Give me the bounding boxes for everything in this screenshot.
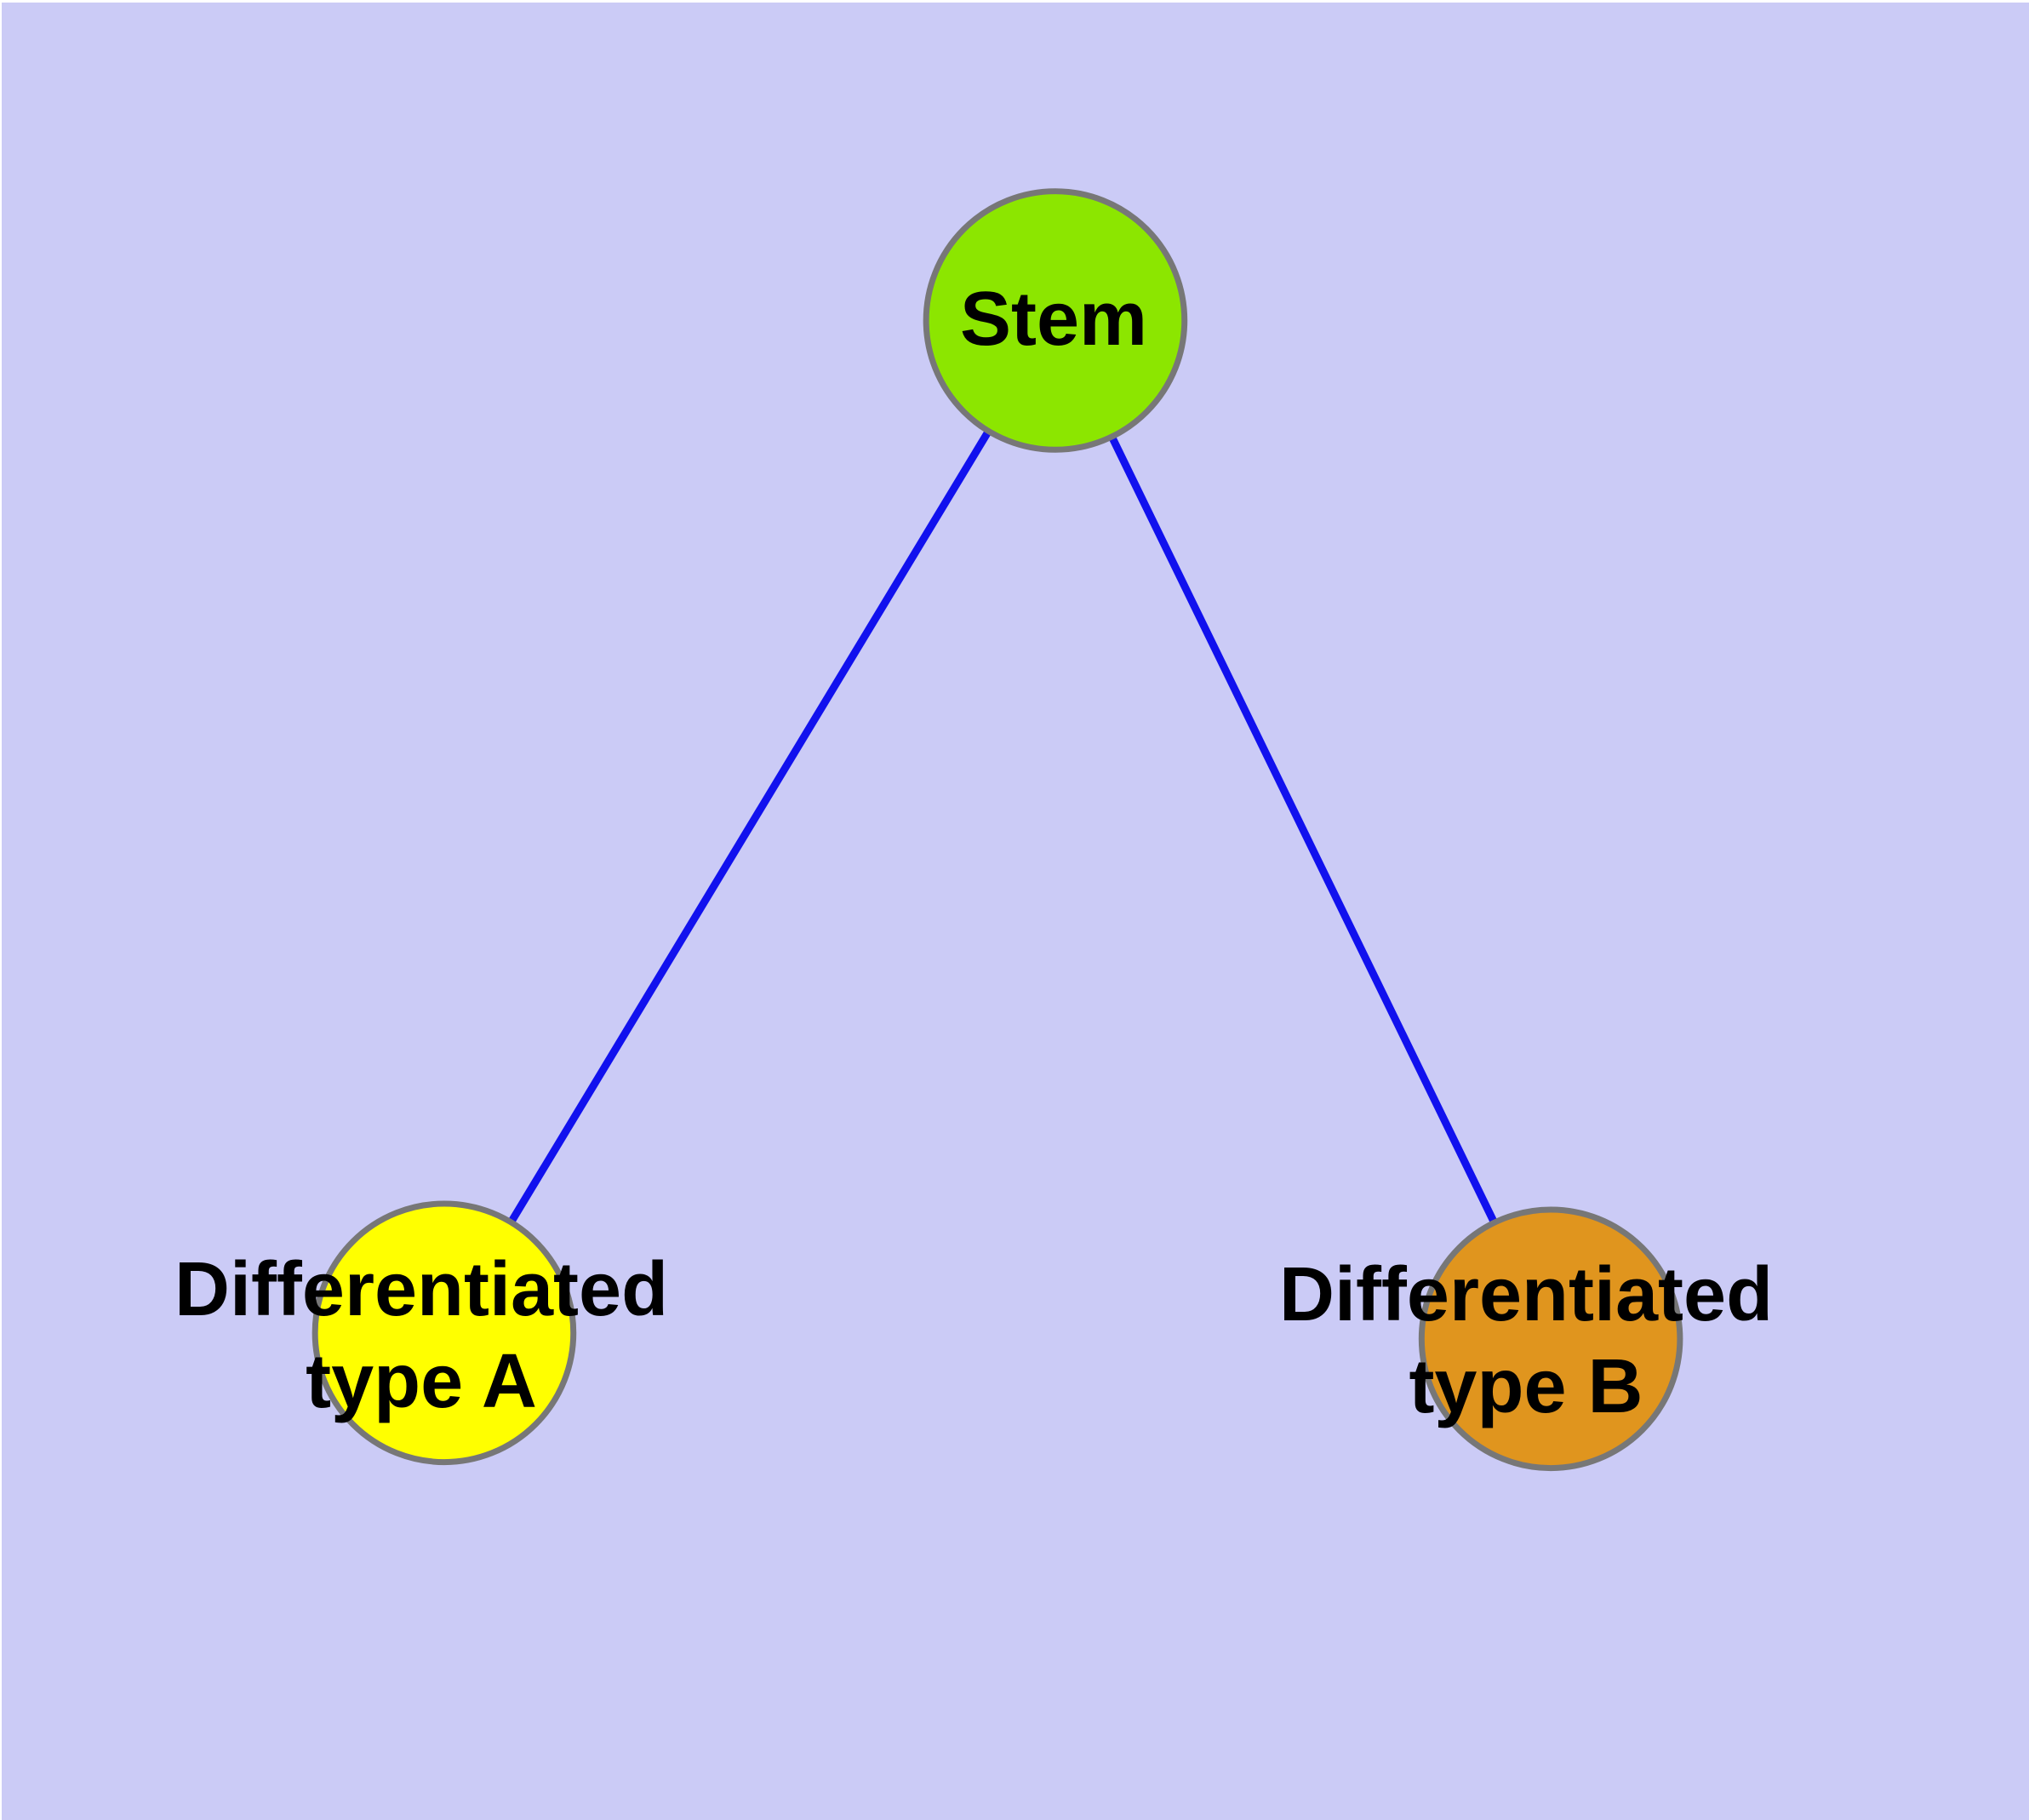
- node-type-b-circle: [1418, 1206, 1683, 1472]
- edge-stem-to-type-b: [1051, 318, 1555, 1341]
- graph-svg: [311, 188, 1683, 1472]
- node-type-a-circle: [311, 1200, 577, 1466]
- node-stem-label: Stem: [959, 277, 1148, 362]
- node-type-a-label: Differentiated type A: [174, 1244, 668, 1428]
- node-type-a-label-line1: Differentiated: [174, 1247, 669, 1332]
- node-type-b-label-line1: Differentiated: [1278, 1252, 1774, 1337]
- node-type-b-label: Differentiated type B: [1279, 1249, 1773, 1433]
- node-type-a-label-line2: type A: [306, 1339, 537, 1424]
- node-type-b-label-line2: type B: [1409, 1344, 1643, 1429]
- plot-background: Stem Differentiated type A Differentiate…: [2, 3, 2029, 1820]
- node-stem-circle: [923, 188, 1188, 453]
- edge-stem-to-type-a: [441, 318, 1059, 1336]
